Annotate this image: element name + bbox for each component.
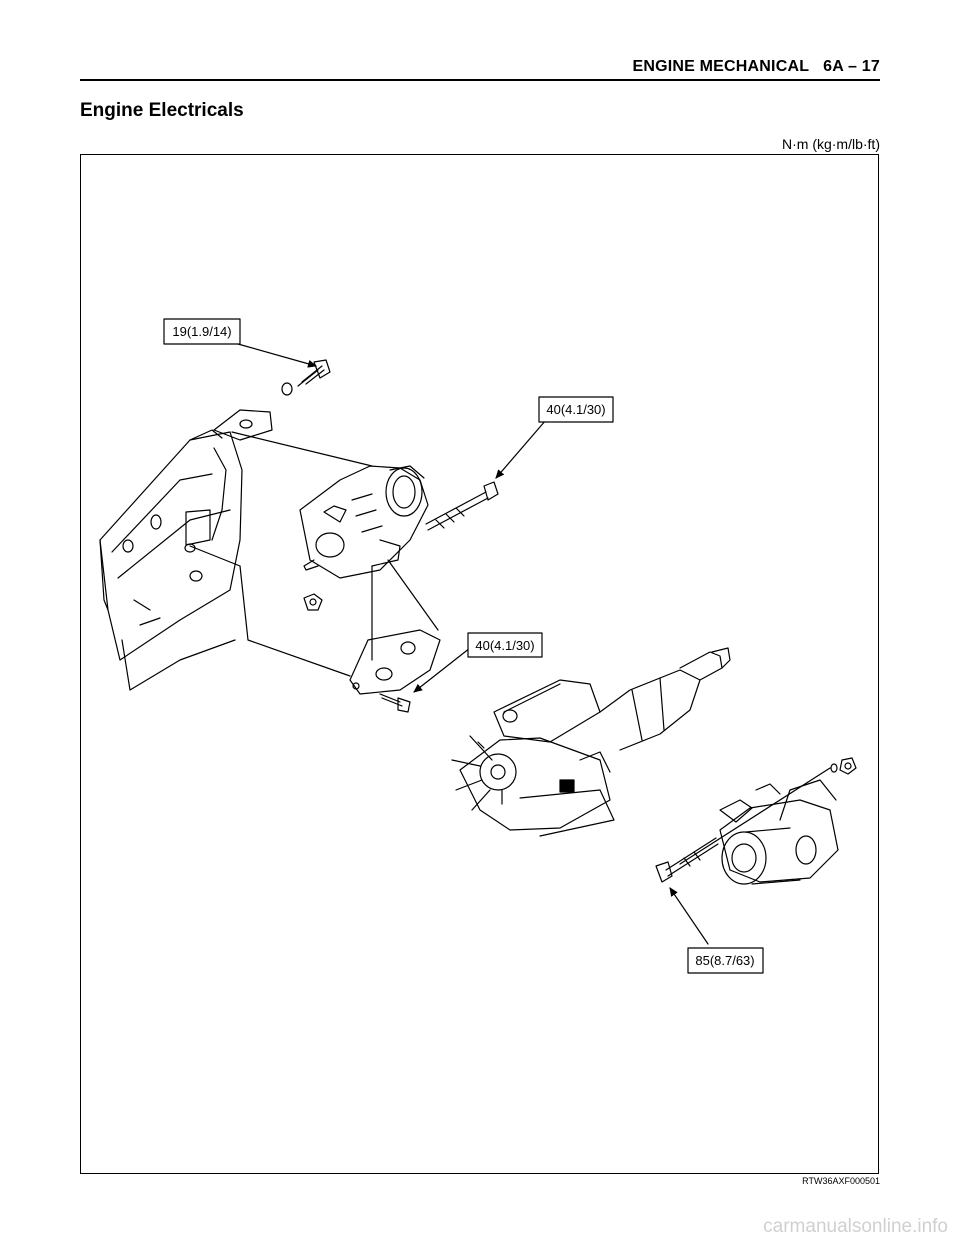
engine-block-drawing [99,429,243,691]
header-rule [80,79,880,81]
starter-motor-drawing [719,779,839,885]
label-box-upper-bolt [163,318,241,345]
generator-upper-bracket-drawing [213,409,373,467]
lower-bracket-drawing [189,545,441,695]
page-title: Engine Electricals [80,100,244,121]
label-box-starter-bolt [687,947,764,974]
injection-pump-drawing [451,647,731,837]
bracket-bolt-drawing [379,693,411,713]
upper-bolt-drawing [281,359,331,396]
through-bolt-drawing [425,481,499,531]
torque-label-upper-bolt: 19(1.9/14) [172,324,231,339]
label-box-bracket-bolt [467,632,543,658]
generator-nut-drawing [303,593,323,611]
starter-bolt-drawing [655,837,719,883]
starter-nut-drawing [679,757,857,865]
label-box-through-bolt [538,396,614,423]
watermark: carmanualsonline.info [763,1216,948,1237]
figure-frame [80,154,879,1174]
label-leaders [237,343,709,945]
torque-label-starter-bolt: 85(8.7/63) [695,953,754,968]
generator-drawing [299,465,429,579]
units-label: N·m (kg·m/lb·ft) [782,136,880,152]
figure-code: RTW36AXF000501 [802,1176,880,1186]
header-section: ENGINE MECHANICAL [632,58,810,75]
header-page-number: 6A – 17 [823,58,880,75]
page-header: ENGINE MECHANICAL 6A – 17 [632,58,880,76]
torque-label-through-bolt: 40(4.1/30) [546,402,605,417]
torque-label-bracket-bolt: 40(4.1/30) [475,638,534,653]
